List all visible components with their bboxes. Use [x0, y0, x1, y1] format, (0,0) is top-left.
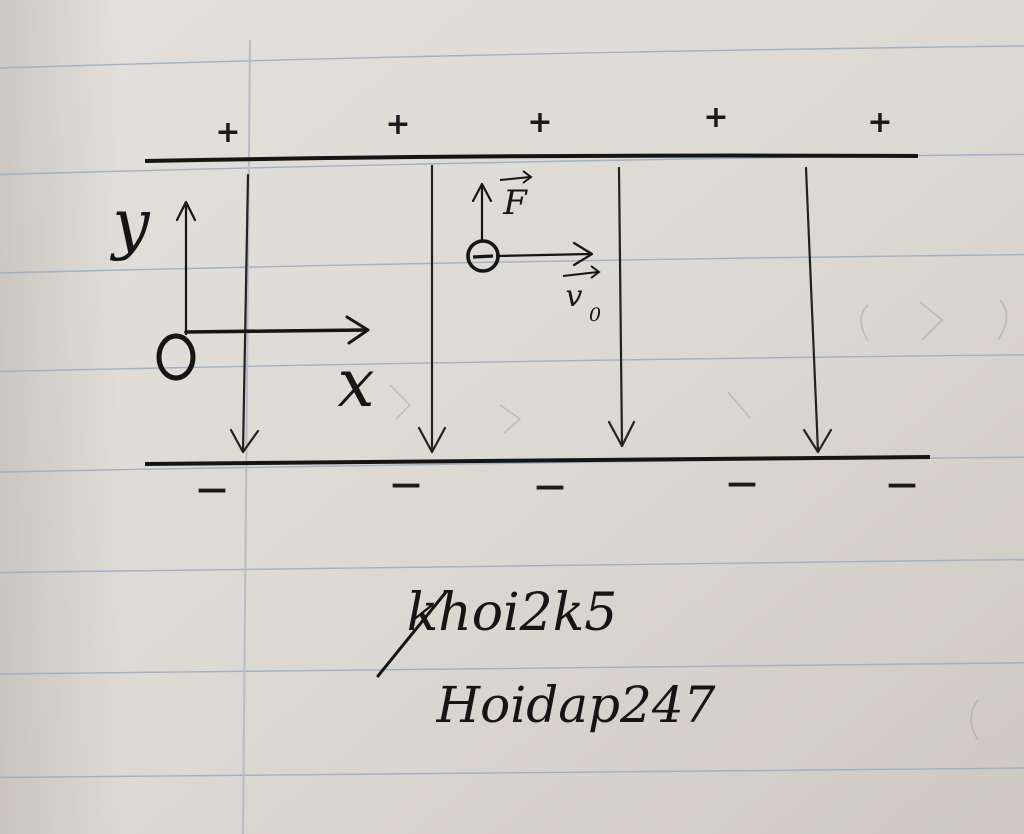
minus-sign: — — [727, 466, 757, 501]
coordinate-axes — [175, 200, 370, 345]
force-label: F — [499, 170, 533, 223]
minus-sign: — — [887, 467, 917, 502]
x-axis — [184, 328, 368, 334]
y-axis-label: y — [109, 185, 150, 262]
field-line-arrow — [417, 164, 447, 454]
force-symbol: F — [502, 183, 528, 223]
origin-circle — [156, 333, 196, 381]
ruled-line — [0, 662, 1024, 675]
show-through-marks — [389, 299, 1008, 741]
y-axis-arrowhead-icon — [175, 200, 197, 222]
positive-charges: + + + + + — [215, 100, 892, 150]
x-axis-label: x — [337, 345, 374, 422]
velocity-vector-arrowhead-icon — [590, 265, 601, 279]
plus-sign: + — [703, 100, 728, 135]
velocity-label: v 0 — [562, 265, 601, 326]
force-arrow — [471, 182, 493, 242]
negative-charges: — — — — — — [197, 466, 917, 507]
negative-charge-mark — [472, 254, 494, 259]
ruled-line — [0, 767, 1024, 779]
paper-shadow — [0, 0, 120, 834]
velocity-subscript: 0 — [589, 304, 601, 326]
ruled-line — [0, 354, 1024, 373]
velocity-vector-bar — [562, 271, 599, 277]
minus-sign: — — [391, 467, 421, 502]
signature: khoi2k5 Hoidap247 — [376, 583, 716, 734]
force-vector-arrowhead-icon — [522, 170, 533, 184]
positive-plate — [144, 153, 919, 163]
field-line-arrow — [607, 166, 636, 448]
velocity-arrow — [495, 241, 594, 267]
ruled-line — [0, 45, 1024, 69]
field-line-arrow — [802, 166, 833, 454]
signature-line-2: Hoidap247 — [436, 676, 716, 734]
plus-sign: + — [385, 107, 410, 142]
minus-sign: — — [197, 472, 227, 507]
plus-sign: + — [867, 105, 892, 140]
plus-sign: + — [215, 115, 240, 150]
force-vector-bar — [499, 176, 531, 181]
margin-line — [242, 39, 251, 834]
x-axis-arrowhead-icon — [345, 315, 370, 345]
signature-line-1: khoi2k5 — [407, 583, 618, 643]
minus-sign: — — [535, 469, 565, 504]
velocity-symbol: v — [566, 279, 583, 314]
plus-sign: + — [527, 105, 552, 140]
field-line-arrow — [229, 173, 260, 454]
signature-stroke — [376, 590, 448, 678]
ruled-line — [0, 253, 1024, 274]
negative-plate — [144, 455, 931, 466]
